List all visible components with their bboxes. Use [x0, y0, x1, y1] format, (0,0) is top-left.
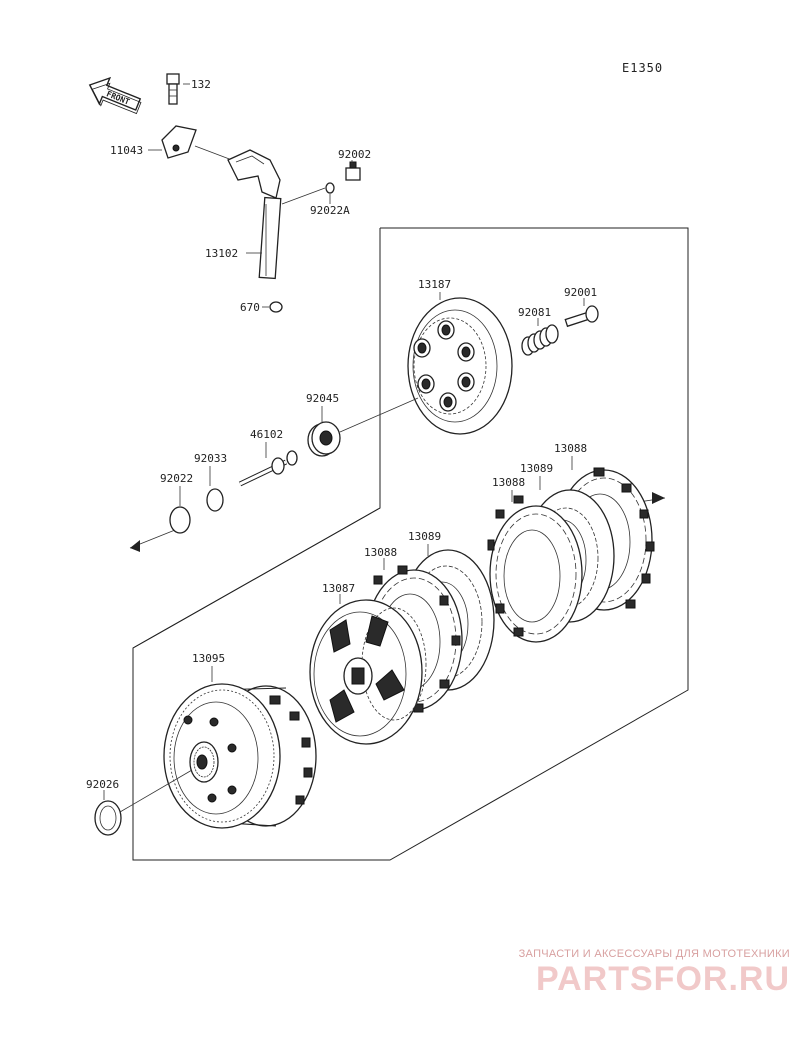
label-13187: 13187: [418, 278, 451, 291]
label-13089-mid: 13089: [520, 462, 553, 475]
label-92022a: 92022A: [310, 204, 350, 217]
clutch-hub-13087: [309, 594, 427, 745]
lever-11043: [148, 125, 233, 161]
clutch-housing-13095: [163, 666, 317, 829]
label-13095: 13095: [192, 652, 225, 665]
front-arrow-icon: FRONT: [88, 76, 142, 115]
label-670: 670: [240, 301, 260, 314]
spring-92081: [521, 318, 559, 356]
bolt-132: [166, 73, 190, 105]
label-92033: 92033: [194, 452, 227, 465]
oring-670: [262, 301, 283, 313]
circlip-92033: [206, 466, 224, 512]
watermark-logo: PARTSFOR.RU: [535, 960, 790, 998]
thrust-washer-92026: [94, 769, 193, 836]
label-92081: 92081: [518, 306, 551, 319]
label-132: 132: [191, 78, 211, 91]
pushrod-46102: [238, 442, 298, 487]
washer-92022a: [325, 182, 335, 204]
label-92026: 92026: [86, 778, 119, 791]
shaft-13102: [227, 149, 326, 280]
steel-plate-mid-13088: [487, 490, 583, 643]
label-92022: 92022: [160, 472, 193, 485]
label-13102: 13102: [205, 247, 238, 260]
pressure-plate-13187: [407, 292, 513, 435]
label-13087: 13087: [322, 582, 355, 595]
label-92001: 92001: [564, 286, 597, 299]
label-13088-low: 13088: [364, 546, 397, 559]
diagram-code: E1350: [622, 61, 663, 75]
bleeder-92002: [345, 160, 361, 181]
label-92002: 92002: [338, 148, 371, 161]
watermark-caption: ЗАПЧАСТИ И АКСЕССУАРЫ ДЛЯ МОТОТЕХНИКИ: [518, 948, 790, 960]
boundary-lines: [129, 227, 689, 861]
label-46102: 46102: [250, 428, 283, 441]
label-11043: 11043: [110, 144, 143, 157]
bolt-92001: [564, 298, 599, 328]
bearing-92045: [307, 397, 419, 457]
label-13088-mid: 13088: [492, 476, 525, 489]
label-13089-low: 13089: [408, 530, 441, 543]
label-13088-top: 13088: [554, 442, 587, 455]
label-92045: 92045: [306, 392, 339, 405]
washer-92022: [169, 486, 191, 534]
